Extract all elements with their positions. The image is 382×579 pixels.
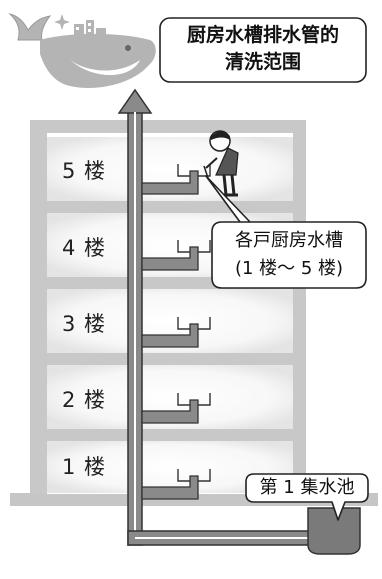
title-line-1: 厨房水槽排水管的: [186, 24, 339, 46]
floor-label-1: 1 楼: [62, 455, 107, 479]
pipe-up-arrow: [117, 88, 153, 114]
floor-slab-2-1: [43, 429, 293, 441]
units-callout-box: [205, 175, 367, 289]
collection-tank: [307, 507, 361, 555]
whale-logo: [8, 13, 156, 88]
units-callout-line-1: 各戸厨房水槽: [235, 230, 343, 251]
units-callout-line-2: (1 楼～ 5 楼): [234, 258, 344, 279]
title-line-2: 清洗范围: [224, 51, 301, 73]
sink-outlines: [177, 164, 211, 482]
left-shaft-wall: [43, 133, 47, 494]
floor-label-5: 5 楼: [62, 159, 107, 183]
title-callout-box: [159, 17, 367, 83]
tank-callout-box: [245, 473, 369, 521]
branch-pipes: [141, 170, 199, 500]
worker-figure: [203, 130, 239, 197]
floor-label-4: 4 楼: [62, 236, 107, 260]
floor-label-2: 2 楼: [62, 388, 107, 412]
floor-slab-5-4: [43, 201, 293, 213]
floor-label-3: 3 楼: [62, 312, 107, 336]
floor-slab-3-2: [43, 353, 293, 365]
tank-callout-label: 第 1 集水池: [259, 477, 355, 498]
